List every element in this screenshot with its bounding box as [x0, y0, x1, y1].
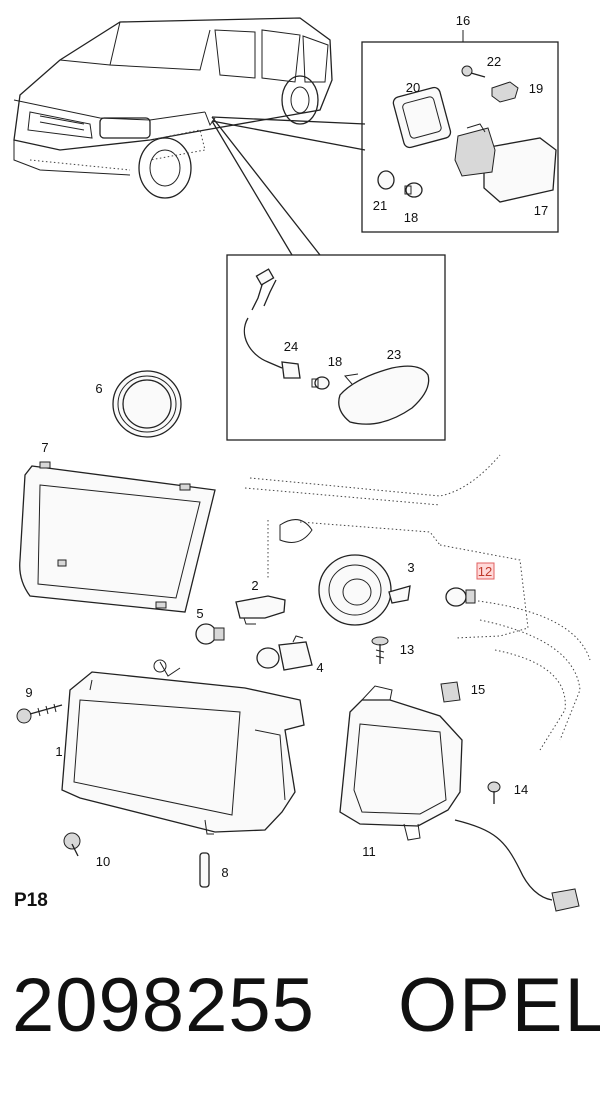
callout-13: 13	[400, 642, 414, 657]
callout-14: 14	[514, 782, 528, 797]
callout-4: 4	[316, 660, 323, 675]
bulb-18-lower	[311, 376, 330, 390]
page-label: P18	[14, 890, 48, 911]
body-panel-outline	[244, 454, 591, 751]
socket-24	[281, 361, 301, 379]
brand-name: OPEL	[398, 963, 600, 1048]
connector-11	[551, 888, 580, 912]
callout-17: 17	[534, 203, 548, 218]
headlamp-1: 1	[55, 659, 305, 835]
screw-14: 14	[487, 781, 528, 804]
callout-16: 16	[456, 13, 470, 28]
pin-8: 8	[199, 852, 229, 888]
screw-22	[461, 65, 486, 78]
callout-10: 10	[96, 854, 110, 869]
turn-signal-11: 11	[339, 685, 580, 912]
callout-7: 7	[41, 440, 48, 455]
leader-lines-vehicle	[211, 116, 366, 256]
callout-3: 3	[407, 560, 414, 575]
side-marker-17	[454, 123, 557, 203]
callout-23: 23	[387, 347, 401, 362]
callout-22: 22	[487, 54, 501, 69]
callout-20: 20	[406, 80, 420, 95]
grille-frame-7: 7	[19, 440, 216, 613]
bolt-10: 10	[63, 832, 110, 869]
gasket-20	[392, 86, 452, 149]
callout-24: 24	[284, 339, 298, 354]
bulb-12: 12	[445, 562, 495, 607]
side-marker-23	[338, 365, 430, 425]
callout-18-upper: 18	[404, 210, 418, 225]
headlamp-bulb-4: 4	[256, 635, 324, 675]
part-number: 2098255	[12, 963, 315, 1048]
screw-13: 13	[371, 636, 414, 664]
detail-box-16: 16 22 20 19 21 18 17	[361, 13, 559, 233]
callout-21: 21	[373, 198, 387, 213]
socket-21	[377, 170, 395, 190]
callout-1: 1	[55, 744, 62, 759]
callout-9: 9	[25, 685, 32, 700]
clip-19	[491, 81, 519, 103]
callout-12-highlight	[476, 562, 495, 580]
callout-6: 6	[95, 381, 102, 396]
callout-2: 2	[251, 578, 258, 593]
clip-15: 15	[440, 681, 485, 703]
detail-box-23: 24 18 23	[226, 254, 446, 441]
callout-11: 11	[362, 844, 376, 859]
bulb-5: 5	[195, 606, 225, 645]
callout-18-lower: 18	[328, 354, 342, 369]
screw-9: 9	[16, 685, 63, 724]
callout-19: 19	[529, 81, 543, 96]
vehicle-illustration	[13, 17, 333, 199]
callout-5: 5	[196, 606, 203, 621]
callout-8: 8	[221, 865, 228, 880]
retaining-ring-6: 6	[95, 370, 182, 438]
callout-15: 15	[471, 682, 485, 697]
reflector-3: 3	[318, 554, 415, 626]
bulb-18-upper	[404, 182, 423, 198]
callout-12: 12	[478, 564, 492, 579]
socket-2: 2	[235, 578, 286, 625]
